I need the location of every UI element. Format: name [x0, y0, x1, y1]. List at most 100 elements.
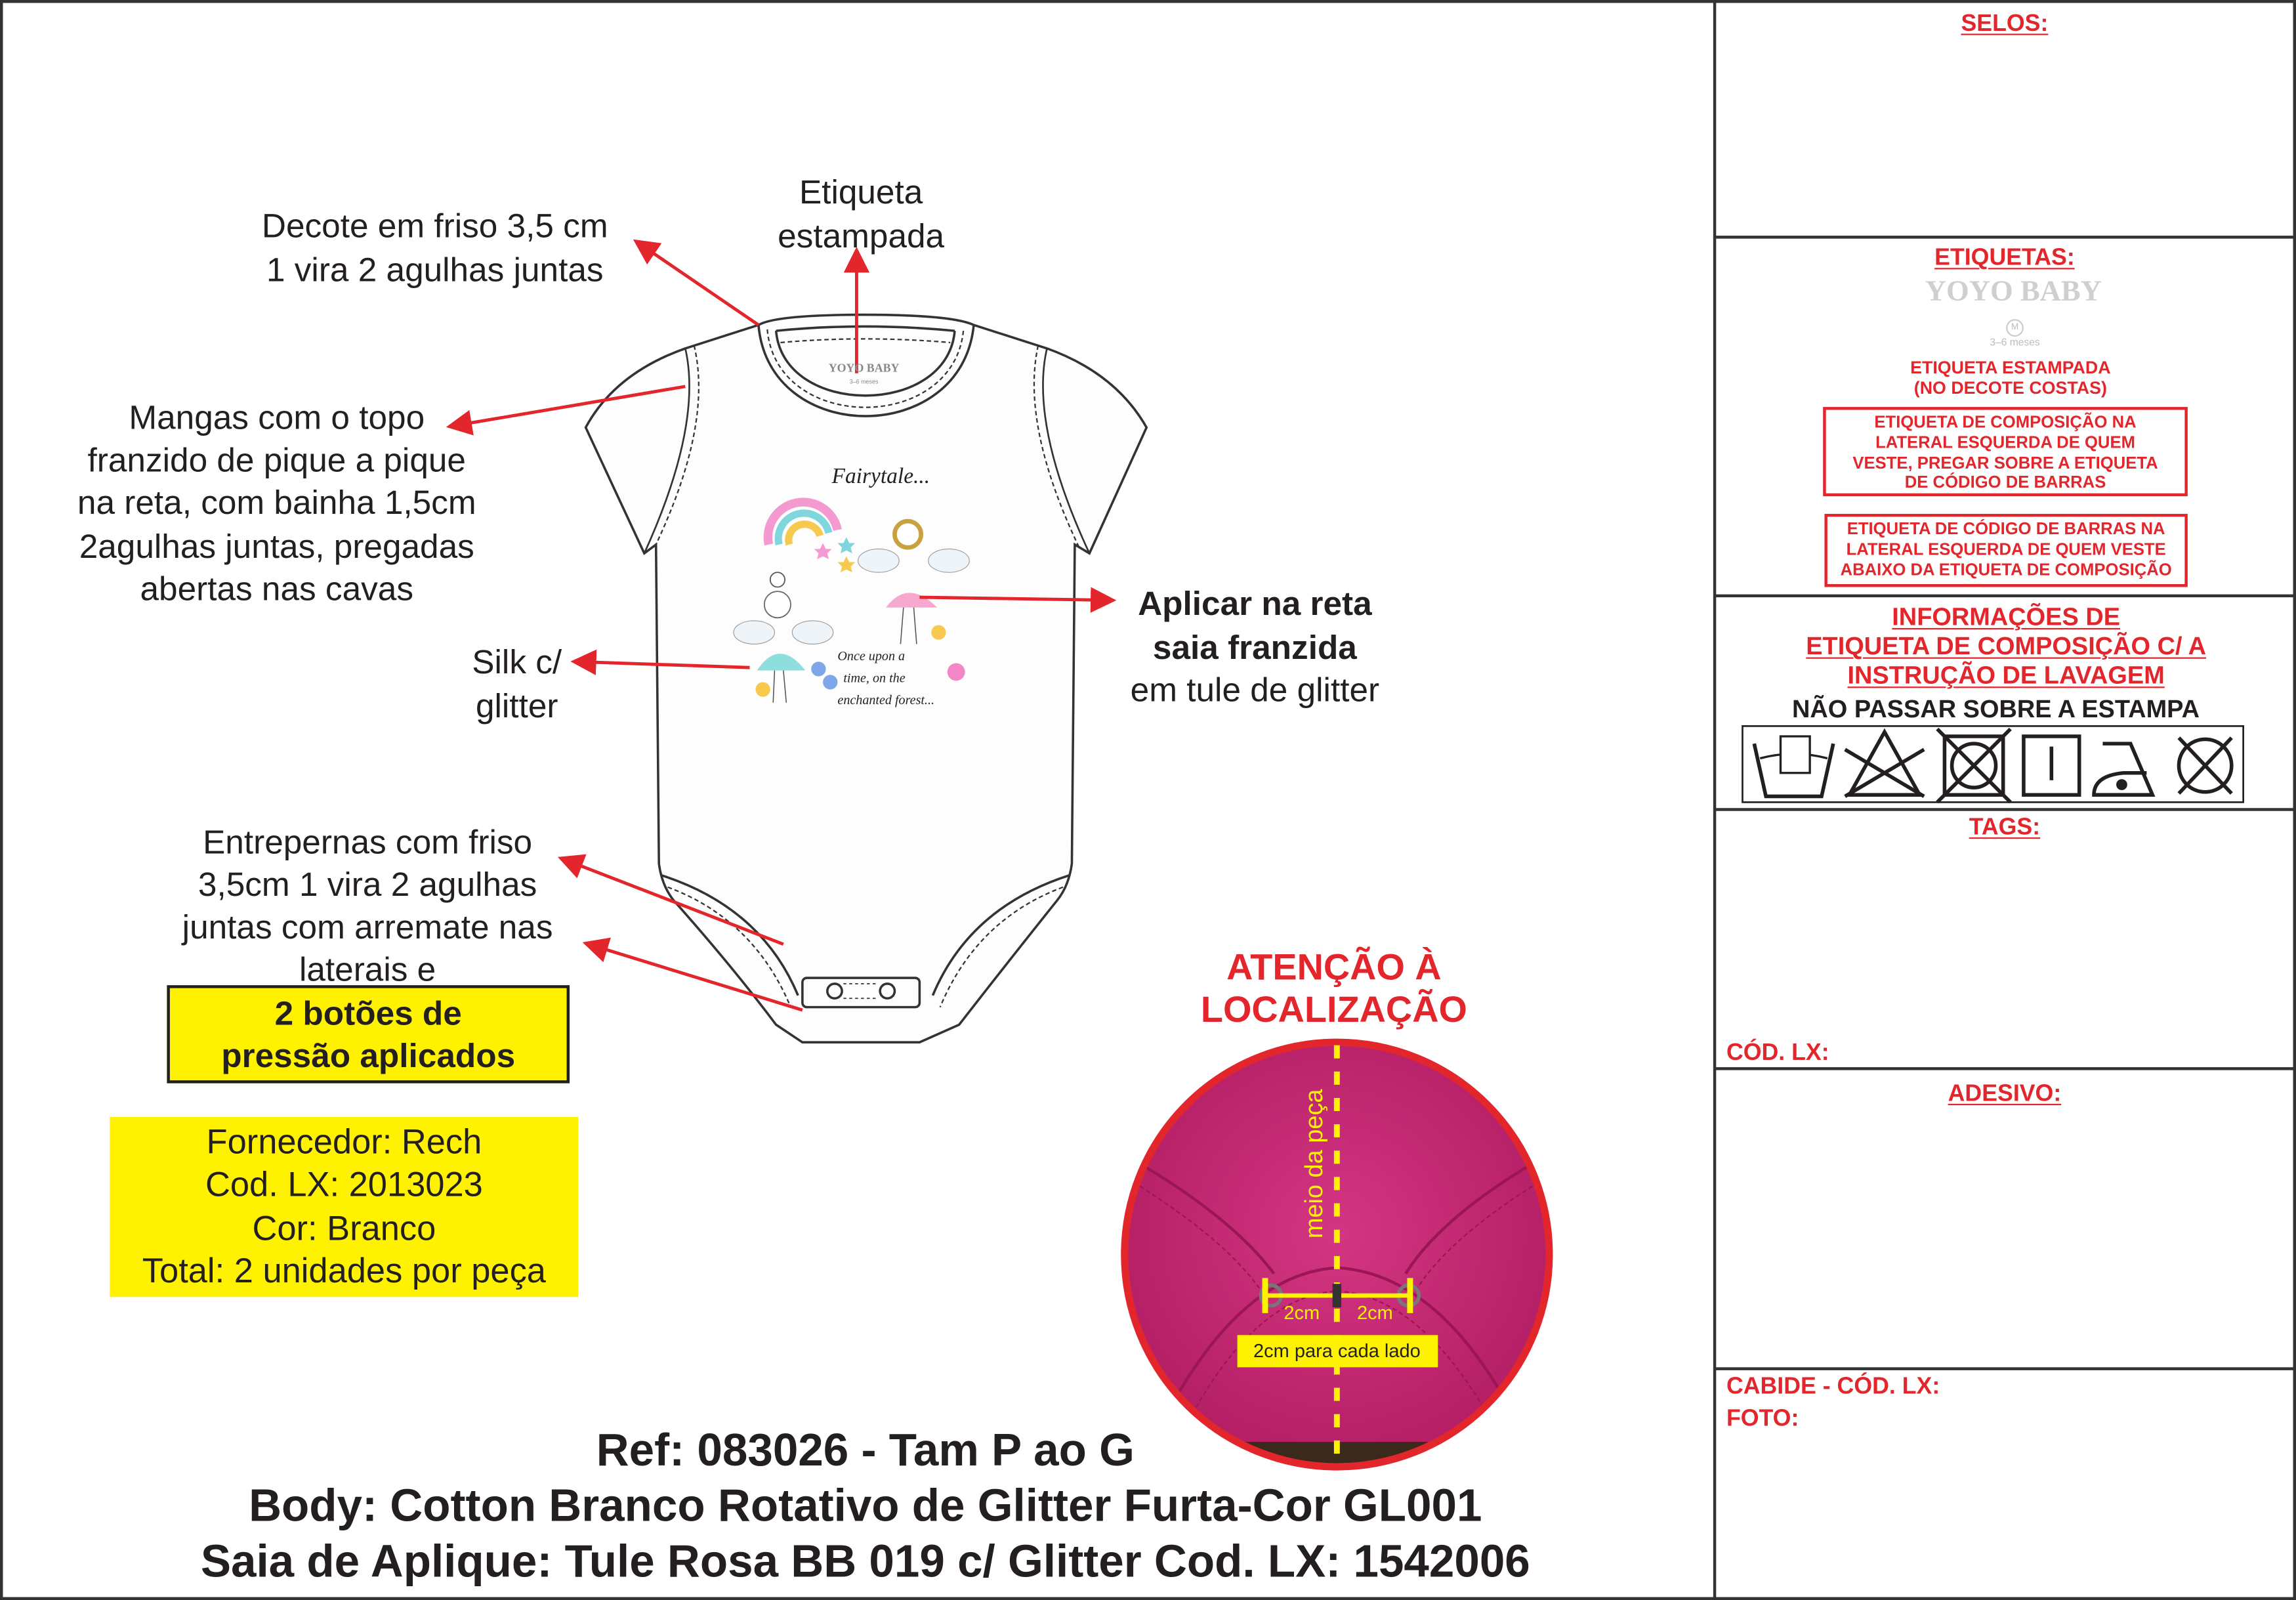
text-line: na reta, com bainha 1,5cm — [77, 484, 476, 522]
composition-label-box: ETIQUETA DE COMPOSIÇÃO NA LATERAL ESQUER… — [1823, 407, 2188, 497]
reference-line: Ref: 083026 - Tam P ao G — [596, 1424, 1135, 1476]
etiquetas-heading: ETIQUETAS: — [1934, 245, 2075, 271]
right-distance: 2cm — [1356, 1301, 1393, 1324]
attention-title: ATENÇÃO À LOCALIZAÇÃO — [1201, 947, 1467, 1032]
flower-icon — [823, 675, 838, 690]
no-tumble-dry-icon — [1936, 727, 2012, 804]
text-line: Once upon a — [837, 648, 906, 663]
supplier-name: Fornecedor: Rech — [206, 1122, 482, 1161]
text-line: INSTRUÇÃO DE LAVAGEM — [1847, 662, 2165, 690]
text-line: INFORMAÇÕES DE — [1892, 603, 2121, 631]
adesivo-heading: ADESIVO: — [1948, 1082, 2062, 1107]
printed-label-note: ETIQUETA ESTAMPADA (NO DECOTE COSTAS) — [1910, 357, 2110, 398]
text-line: LATERAL ESQUERDA DE QUEM VESTE — [1846, 541, 2166, 559]
text-line: Aplicar na reta — [1138, 584, 1372, 623]
callout-printed-label: Etiqueta estampada — [778, 170, 944, 258]
hand-wash-icon — [1752, 735, 1835, 799]
text-line: enchanted forest... — [837, 692, 935, 707]
flower-icon — [931, 625, 946, 640]
text-line: Silk c/ — [472, 642, 562, 681]
text-line: juntas com arremate nas — [182, 907, 553, 946]
neck-label-age: 3–6 meses — [849, 377, 879, 385]
flower-icon — [755, 682, 770, 697]
snap-buttons-box: 2 botões de pressão aplicados — [167, 985, 570, 1084]
print-title: Fairytale... — [831, 465, 930, 490]
text-line: 1 vira 2 agulhas juntas — [266, 250, 604, 289]
onesie-drawing — [584, 313, 1148, 1043]
size-badge: M — [2006, 319, 2024, 337]
callout-arrows — [446, 239, 1117, 1012]
cod-lx-label: CÓD. LX: — [1726, 1040, 1829, 1066]
text-line: Mangas com o topo — [129, 398, 425, 436]
care-icons-box — [1742, 725, 2244, 804]
fairy-pink-illustration — [858, 518, 970, 644]
care-info-heading: INFORMAÇÕES DE ETIQUETA DE COMPOSIÇÃO C/… — [1806, 603, 2206, 691]
tags-heading: TAGS: — [1969, 815, 2041, 841]
footer-specs: Ref: 083026 - Tam P ao G Body: Cotton Br… — [201, 1423, 1530, 1589]
no-bleach-icon — [1844, 728, 1925, 798]
photo-label: FOTO: — [1726, 1406, 1799, 1432]
supplier-code: Cod. LX: 2013023 — [205, 1166, 483, 1204]
flower-icon — [811, 662, 826, 677]
text-line: ATENÇÃO À — [1226, 947, 1442, 988]
callout-sleeves: Mangas com o topo franzido de pique a pi… — [77, 396, 476, 610]
text-line: VESTE, PREGAR SOBRE A ETIQUETA — [1852, 454, 2158, 473]
text-line: saia franzida — [1152, 627, 1357, 665]
text-line: pressão aplicados — [221, 1036, 516, 1075]
text-line: Entrepernas com friso — [203, 822, 533, 861]
text-line: ETIQUETA DE COMPOSIÇÃO NA — [1874, 414, 2137, 432]
text-line: em tule de glitter — [1130, 670, 1380, 709]
print-artwork — [733, 497, 970, 703]
note-text: 2cm para cada lado — [1253, 1339, 1421, 1362]
hanger-code-label: CABIDE - CÓD. LX: — [1726, 1374, 1940, 1400]
no-dry-clean-icon — [2177, 736, 2234, 795]
center-label: meio da peça — [1300, 1089, 1328, 1239]
star-icon — [837, 556, 856, 573]
text-line: glitter — [475, 686, 558, 725]
supplier-color: Cor: Branco — [252, 1208, 436, 1247]
iron-low-icon — [2092, 742, 2156, 797]
text-line: ETIQUETA ESTAMPADA — [1910, 357, 2111, 378]
text-line: Decote em friso 3,5 cm — [261, 206, 608, 245]
snap-location-photo — [1121, 1038, 1553, 1471]
callout-neckline: Decote em friso 3,5 cm 1 vira 2 agulhas … — [262, 203, 608, 291]
age-label: 3–6 meses — [1990, 338, 2040, 348]
iron-warning: NÃO PASSAR SOBRE A ESTAMPA — [1791, 695, 2200, 723]
text-line: Etiqueta — [799, 173, 923, 211]
text-line: LOCALIZAÇÃO — [1200, 989, 1467, 1031]
panel-row-dividers — [1715, 236, 2296, 1370]
line-dry-icon — [2022, 734, 2081, 797]
fairy-blue-illustration — [733, 572, 834, 703]
text-line: 2 botões de — [274, 994, 462, 1032]
text-line: franzido de pique a pique — [87, 440, 466, 479]
text-line: ETIQUETA DE CÓDIGO DE BARRAS NA — [1847, 521, 2165, 539]
supplier-total: Total: 2 unidades por peça — [142, 1251, 546, 1290]
flower-icon — [947, 663, 965, 681]
body-fabric-line: Body: Cotton Branco Rotativo de Glitter … — [249, 1480, 1482, 1532]
callout-crotch: Entrepernas com friso 3,5cm 1 vira 2 agu… — [182, 821, 553, 991]
callout-silk: Silk c/ glitter — [472, 640, 562, 728]
print-story: Once upon a time, on the enchanted fores… — [837, 646, 934, 711]
star-icon — [814, 543, 832, 560]
neck-label-brand: YOYO BABY — [828, 361, 900, 375]
callout-skirt: Aplicar na reta saia franzida em tule de… — [1131, 583, 1379, 712]
text-line: estampada — [778, 217, 945, 255]
note-box — [1237, 1335, 1438, 1368]
skirt-fabric-line: Saia de Aplique: Tule Rosa BB 019 c/ Gli… — [200, 1535, 1530, 1587]
text-line: ETIQUETA DE COMPOSIÇÃO C/ A — [1806, 632, 2207, 661]
star-icon — [837, 537, 856, 554]
rainbow-icon — [763, 497, 842, 546]
text-line: abertas nas cavas — [140, 569, 414, 608]
text-line: time, on the — [843, 670, 906, 685]
selos-heading: SELOS: — [1961, 11, 2049, 37]
text-line: DE CÓDIGO DE BARRAS — [1904, 474, 2106, 493]
text-line: 3,5cm 1 vira 2 agulhas — [198, 865, 537, 904]
barcode-label-box: ETIQUETA DE CÓDIGO DE BARRAS NA LATERAL … — [1824, 513, 2188, 587]
text-line: 2agulhas juntas, pregadas — [79, 526, 474, 565]
text-line: (NO DECOTE COSTAS) — [1913, 377, 2107, 398]
supplier-box: Fornecedor: Rech Cod. LX: 2013023 Cor: B… — [110, 1116, 579, 1297]
text-line: LATERAL ESQUERDA DE QUEM — [1875, 434, 2135, 452]
text-line: laterais e — [299, 950, 436, 988]
